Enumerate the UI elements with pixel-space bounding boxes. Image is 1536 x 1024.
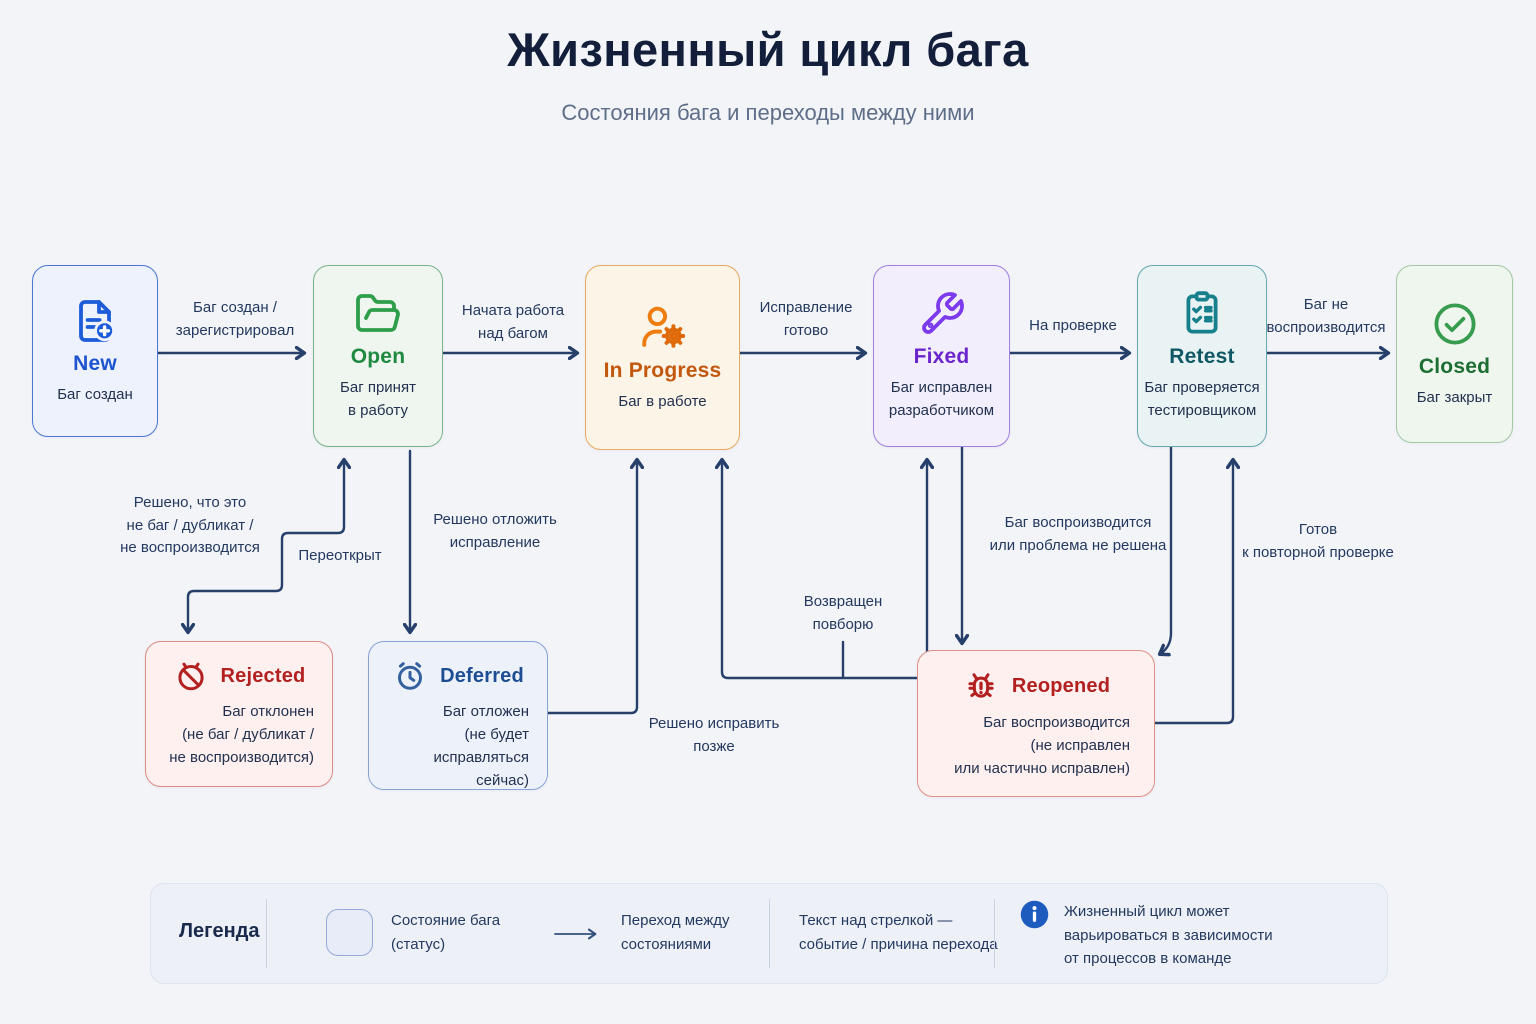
transition-label-new-open: Баг создан /зарегистрировал: [175, 299, 295, 339]
state-header: Deferred: [381, 658, 535, 694]
state-title: Closed: [1418, 354, 1491, 378]
state-desc: Баг закрыт: [1416, 388, 1493, 406]
legend-divider: [266, 899, 267, 968]
state-title: Deferred: [440, 664, 524, 687]
state-title: Retest: [1169, 345, 1235, 368]
arrow-retest-to-reopened: [1160, 445, 1173, 654]
state-title: Fixed: [913, 345, 970, 368]
state-in-progress: In Progress Баг в работе: [585, 265, 740, 450]
state-closed: Closed Баг закрыт: [1396, 265, 1513, 443]
info-icon: [1020, 900, 1049, 929]
legend-item-state: Состояние бага(статус): [391, 912, 501, 953]
transition-label-fixed-retest: На проверке: [1029, 317, 1117, 334]
legend-divider: [994, 899, 995, 968]
arrow-reopened-to-inprogress: [722, 460, 919, 680]
state-swatch: [326, 909, 373, 956]
legend-title: Легенда: [179, 920, 260, 942]
page-subtitle: Состояния бага и переходы между ними: [561, 100, 975, 125]
arrow-open-rejected-bidirectional: [188, 460, 344, 632]
wrench-icon: [921, 292, 964, 334]
user-gear-icon: [641, 306, 685, 348]
arrow-reopened-to-retest: [1153, 460, 1233, 725]
bug-alert-icon: [968, 673, 994, 698]
state-header: Rejected: [158, 658, 320, 694]
folder-open-icon: [356, 294, 400, 332]
clipboard-check-icon: [1186, 291, 1218, 334]
state-title: New: [73, 351, 117, 375]
state-desc: Баг создан: [57, 385, 133, 403]
legend-panel: Легенда Состояние бага(статус) Переход м…: [150, 883, 1388, 984]
transition-arrow-icon: [554, 928, 597, 940]
state-rejected: Rejected Баг отклонен(не баг / дубликат …: [145, 641, 333, 787]
file-plus-icon: [79, 299, 115, 342]
state-title: Rejected: [220, 664, 306, 687]
state-reopened: Reopened Баг воспроизводится(не исправле…: [917, 650, 1155, 797]
transition-label-rejected-open: Переоткрыт: [298, 547, 382, 564]
state-title: Reopened: [1011, 674, 1111, 697]
state-desc: Баг в работе: [618, 393, 707, 410]
ban-icon: [177, 662, 204, 691]
check-circle-icon: [1433, 302, 1476, 345]
state-new: New Баг создан: [32, 265, 158, 437]
page-title: Жизненный цикл бага: [507, 23, 1029, 76]
state-header: Reopened: [930, 667, 1142, 705]
state-title: In Progress: [603, 359, 722, 382]
state-desc: Баг отклонен(не баг / дубликат /не воспр…: [169, 703, 314, 766]
alarm-clock-icon: [398, 662, 423, 690]
legend-item-label: Текст над стрелкой —событие / причина пе…: [799, 912, 998, 953]
state-title: Open: [350, 345, 406, 368]
legend-divider: [769, 899, 770, 968]
arrow-deferred-to-inprogress: [546, 460, 637, 715]
